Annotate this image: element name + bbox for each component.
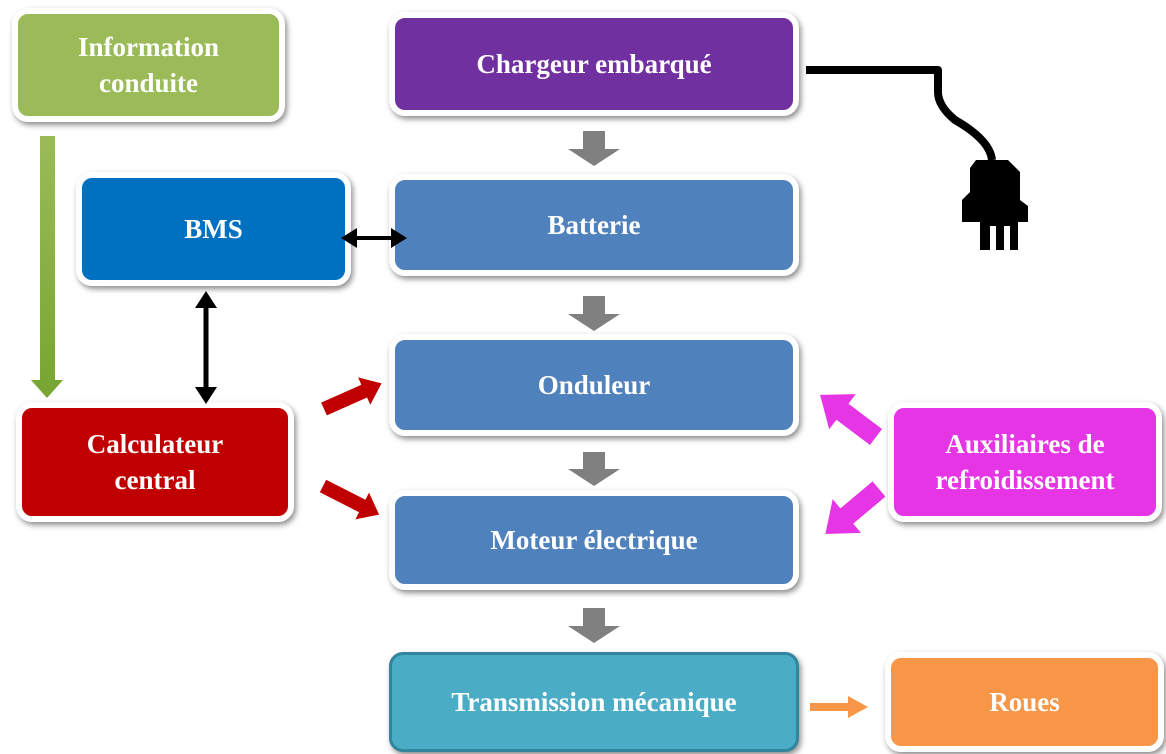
arrow-calculator-to-inverter [321,377,382,416]
batterie-label: Batterie [547,210,641,240]
auxiliaires-refroidissement-label: Auxiliaires de refroidissement [935,429,1115,495]
auxiliaires-refroidissement-box: Auxiliaires de refroidissement [888,402,1162,522]
arrow-calculator-to-motor [319,479,380,520]
bms-label: BMS [184,214,243,244]
chargeur-embarque-box: Chargeur embarqué [389,12,799,116]
arrow-motor-to-transmission [568,608,620,643]
information-conduite-label: Information conduite [78,32,219,98]
arrow-battery-to-inverter [568,296,620,331]
moteur-electrique-box: Moteur électrique [389,490,799,590]
arrow-charger-to-battery [568,131,620,166]
charging-plug-icon [806,66,1028,250]
onduleur-box: Onduleur [389,334,799,436]
moteur-electrique-label: Moteur électrique [490,525,698,555]
arrow-inverter-to-motor [568,452,620,486]
chargeur-embarque-label: Chargeur embarqué [476,49,712,79]
roues-label: Roues [989,687,1060,717]
arrow-bms-battery-double [341,228,407,248]
onduleur-label: Onduleur [537,370,651,400]
arrow-info-to-calculator [31,136,63,398]
batterie-box: Batterie [389,174,799,276]
arrow-auxiliaries-to-motor [825,481,886,534]
arrow-auxiliaries-to-inverter [820,394,883,445]
information-conduite-box: Information conduite [12,8,285,122]
arrow-bms-calculator-double [195,291,217,404]
transmission-mecanique-label: Transmission mécanique [451,687,737,717]
calculateur-central-box: Calculateur central [16,402,294,522]
calculateur-central-label: Calculateur central [86,429,224,495]
bms-box: BMS [76,172,351,286]
arrow-transmission-to-wheels [810,696,868,718]
transmission-mecanique-box: Transmission mécanique [389,652,799,752]
roues-box: Roues [885,652,1164,752]
